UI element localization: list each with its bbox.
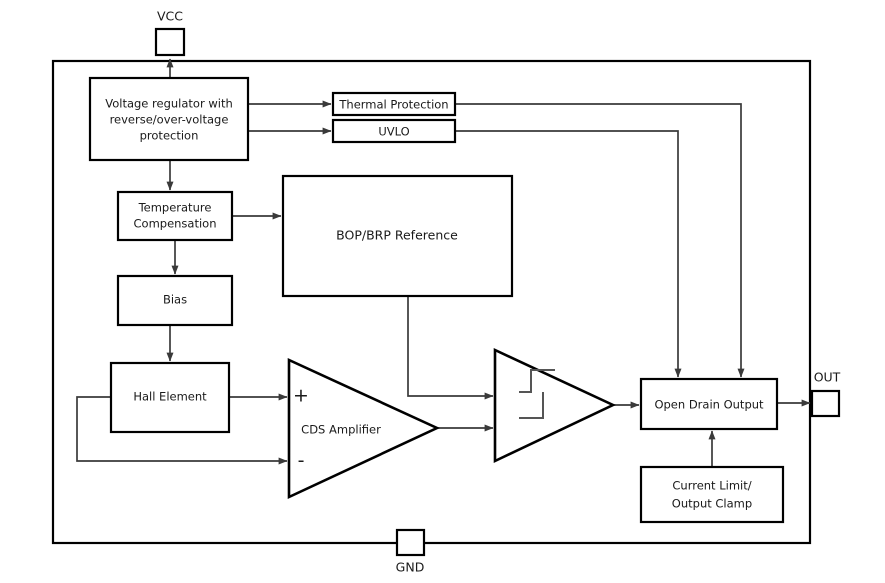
block-voltage-regulator[interactable]: Voltage regulator with reverse/over-volt… xyxy=(88,76,250,162)
block-temperature-compensation[interactable]: Temperature Compensation xyxy=(116,190,234,242)
pin-vcc-label: VCC xyxy=(157,9,183,24)
wire-uvlo-to-open-drain-output xyxy=(455,130,682,378)
cds-amplifier-minus-input-label: - xyxy=(298,450,305,472)
block-uvlo-label: UVLO xyxy=(378,125,409,139)
pin-out-box[interactable] xyxy=(810,389,841,418)
pin-vcc-box[interactable] xyxy=(154,27,186,57)
pin-gnd[interactable]: GND xyxy=(395,528,426,575)
block-cds-amplifier[interactable]: CDS Amplifier + - xyxy=(287,357,441,500)
wire-bop-brp-to-comparator xyxy=(407,296,494,400)
block-comparator-triangle[interactable] xyxy=(493,347,617,464)
block-bias-box[interactable] xyxy=(116,274,234,327)
block-current-limit-output-clamp-box[interactable] xyxy=(639,465,785,524)
block-voltage-regulator-line2: reverse/over-voltage xyxy=(110,113,229,127)
block-open-drain-output[interactable]: Open Drain Output xyxy=(639,377,779,431)
block-cds-amplifier-triangle[interactable] xyxy=(287,357,441,500)
block-hall-element[interactable]: Hall Element xyxy=(109,361,231,434)
ic-boundary xyxy=(51,59,812,545)
block-thermal-protection[interactable]: Thermal Protection xyxy=(331,91,457,117)
block-uvlo-box[interactable] xyxy=(331,118,457,144)
block-hall-element-label: Hall Element xyxy=(133,390,207,404)
block-open-drain-output-box[interactable] xyxy=(639,377,779,431)
block-bop-brp-reference[interactable]: BOP/BRP Reference xyxy=(281,174,514,298)
block-hall-element-box[interactable] xyxy=(109,361,231,434)
block-bop-brp-reference-box[interactable] xyxy=(281,174,514,298)
block-open-drain-output-label: Open Drain Output xyxy=(654,398,764,412)
block-bias-label: Bias xyxy=(163,293,187,307)
pin-out[interactable]: OUT xyxy=(810,370,841,418)
block-voltage-regulator-box[interactable] xyxy=(88,76,250,162)
block-uvlo[interactable]: UVLO xyxy=(331,118,457,144)
block-comparator-schmitt-trigger[interactable] xyxy=(493,347,617,464)
block-thermal-protection-label: Thermal Protection xyxy=(338,98,448,112)
wire-hall-to-cds-minus xyxy=(76,396,288,465)
hysteresis-icon xyxy=(519,369,555,419)
pin-gnd-box[interactable] xyxy=(395,528,426,557)
block-current-limit-output-clamp-line1: Current Limit/ xyxy=(672,479,751,493)
block-temperature-compensation-line2: Compensation xyxy=(134,217,217,231)
block-current-limit-output-clamp-line2: Output Clamp xyxy=(672,497,752,511)
pin-out-label: OUT xyxy=(814,370,841,385)
block-temperature-compensation-box[interactable] xyxy=(116,190,234,242)
block-bias[interactable]: Bias xyxy=(116,274,234,327)
block-voltage-regulator-line1: Voltage regulator with xyxy=(105,97,233,111)
pin-gnd-label: GND xyxy=(396,560,425,575)
wire-thermal-protection-to-open-drain-output xyxy=(455,103,745,378)
block-thermal-protection-box[interactable] xyxy=(331,91,457,117)
block-current-limit-output-clamp[interactable]: Current Limit/ Output Clamp xyxy=(639,465,785,524)
block-voltage-regulator-line3: protection xyxy=(140,129,199,143)
block-temperature-compensation-line1: Temperature xyxy=(138,201,212,215)
block-cds-amplifier-label: CDS Amplifier xyxy=(301,423,381,437)
block-bop-brp-reference-label: BOP/BRP Reference xyxy=(336,228,458,243)
pin-vcc[interactable]: VCC xyxy=(154,9,186,57)
cds-amplifier-plus-input-label: + xyxy=(293,385,309,407)
